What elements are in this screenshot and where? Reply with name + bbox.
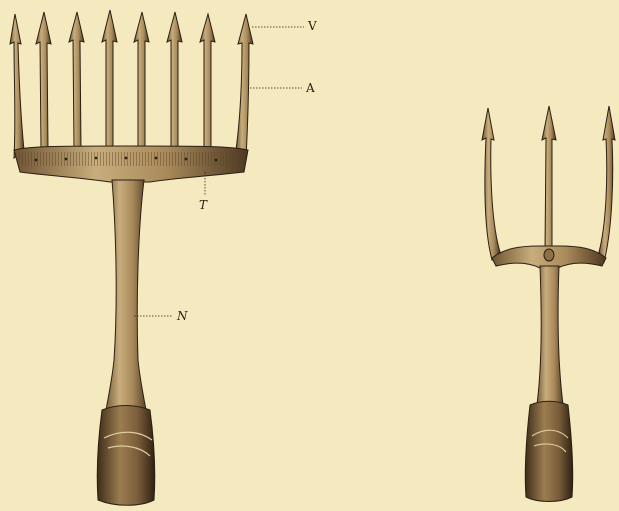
label-t: T xyxy=(199,198,207,212)
left-fork xyxy=(10,10,253,505)
right-fork-neck xyxy=(536,266,564,412)
label-a: A xyxy=(306,81,315,95)
left-fork-crossbar-hatching xyxy=(18,152,244,166)
left-fork-socket xyxy=(97,406,155,506)
label-n: N xyxy=(177,309,188,323)
right-fork-tines xyxy=(482,106,615,262)
left-fork-tines xyxy=(10,10,253,158)
left-fork-neck xyxy=(104,180,148,420)
right-fork xyxy=(482,106,615,502)
right-fork-rivet xyxy=(544,249,554,261)
label-v: V xyxy=(308,19,317,33)
